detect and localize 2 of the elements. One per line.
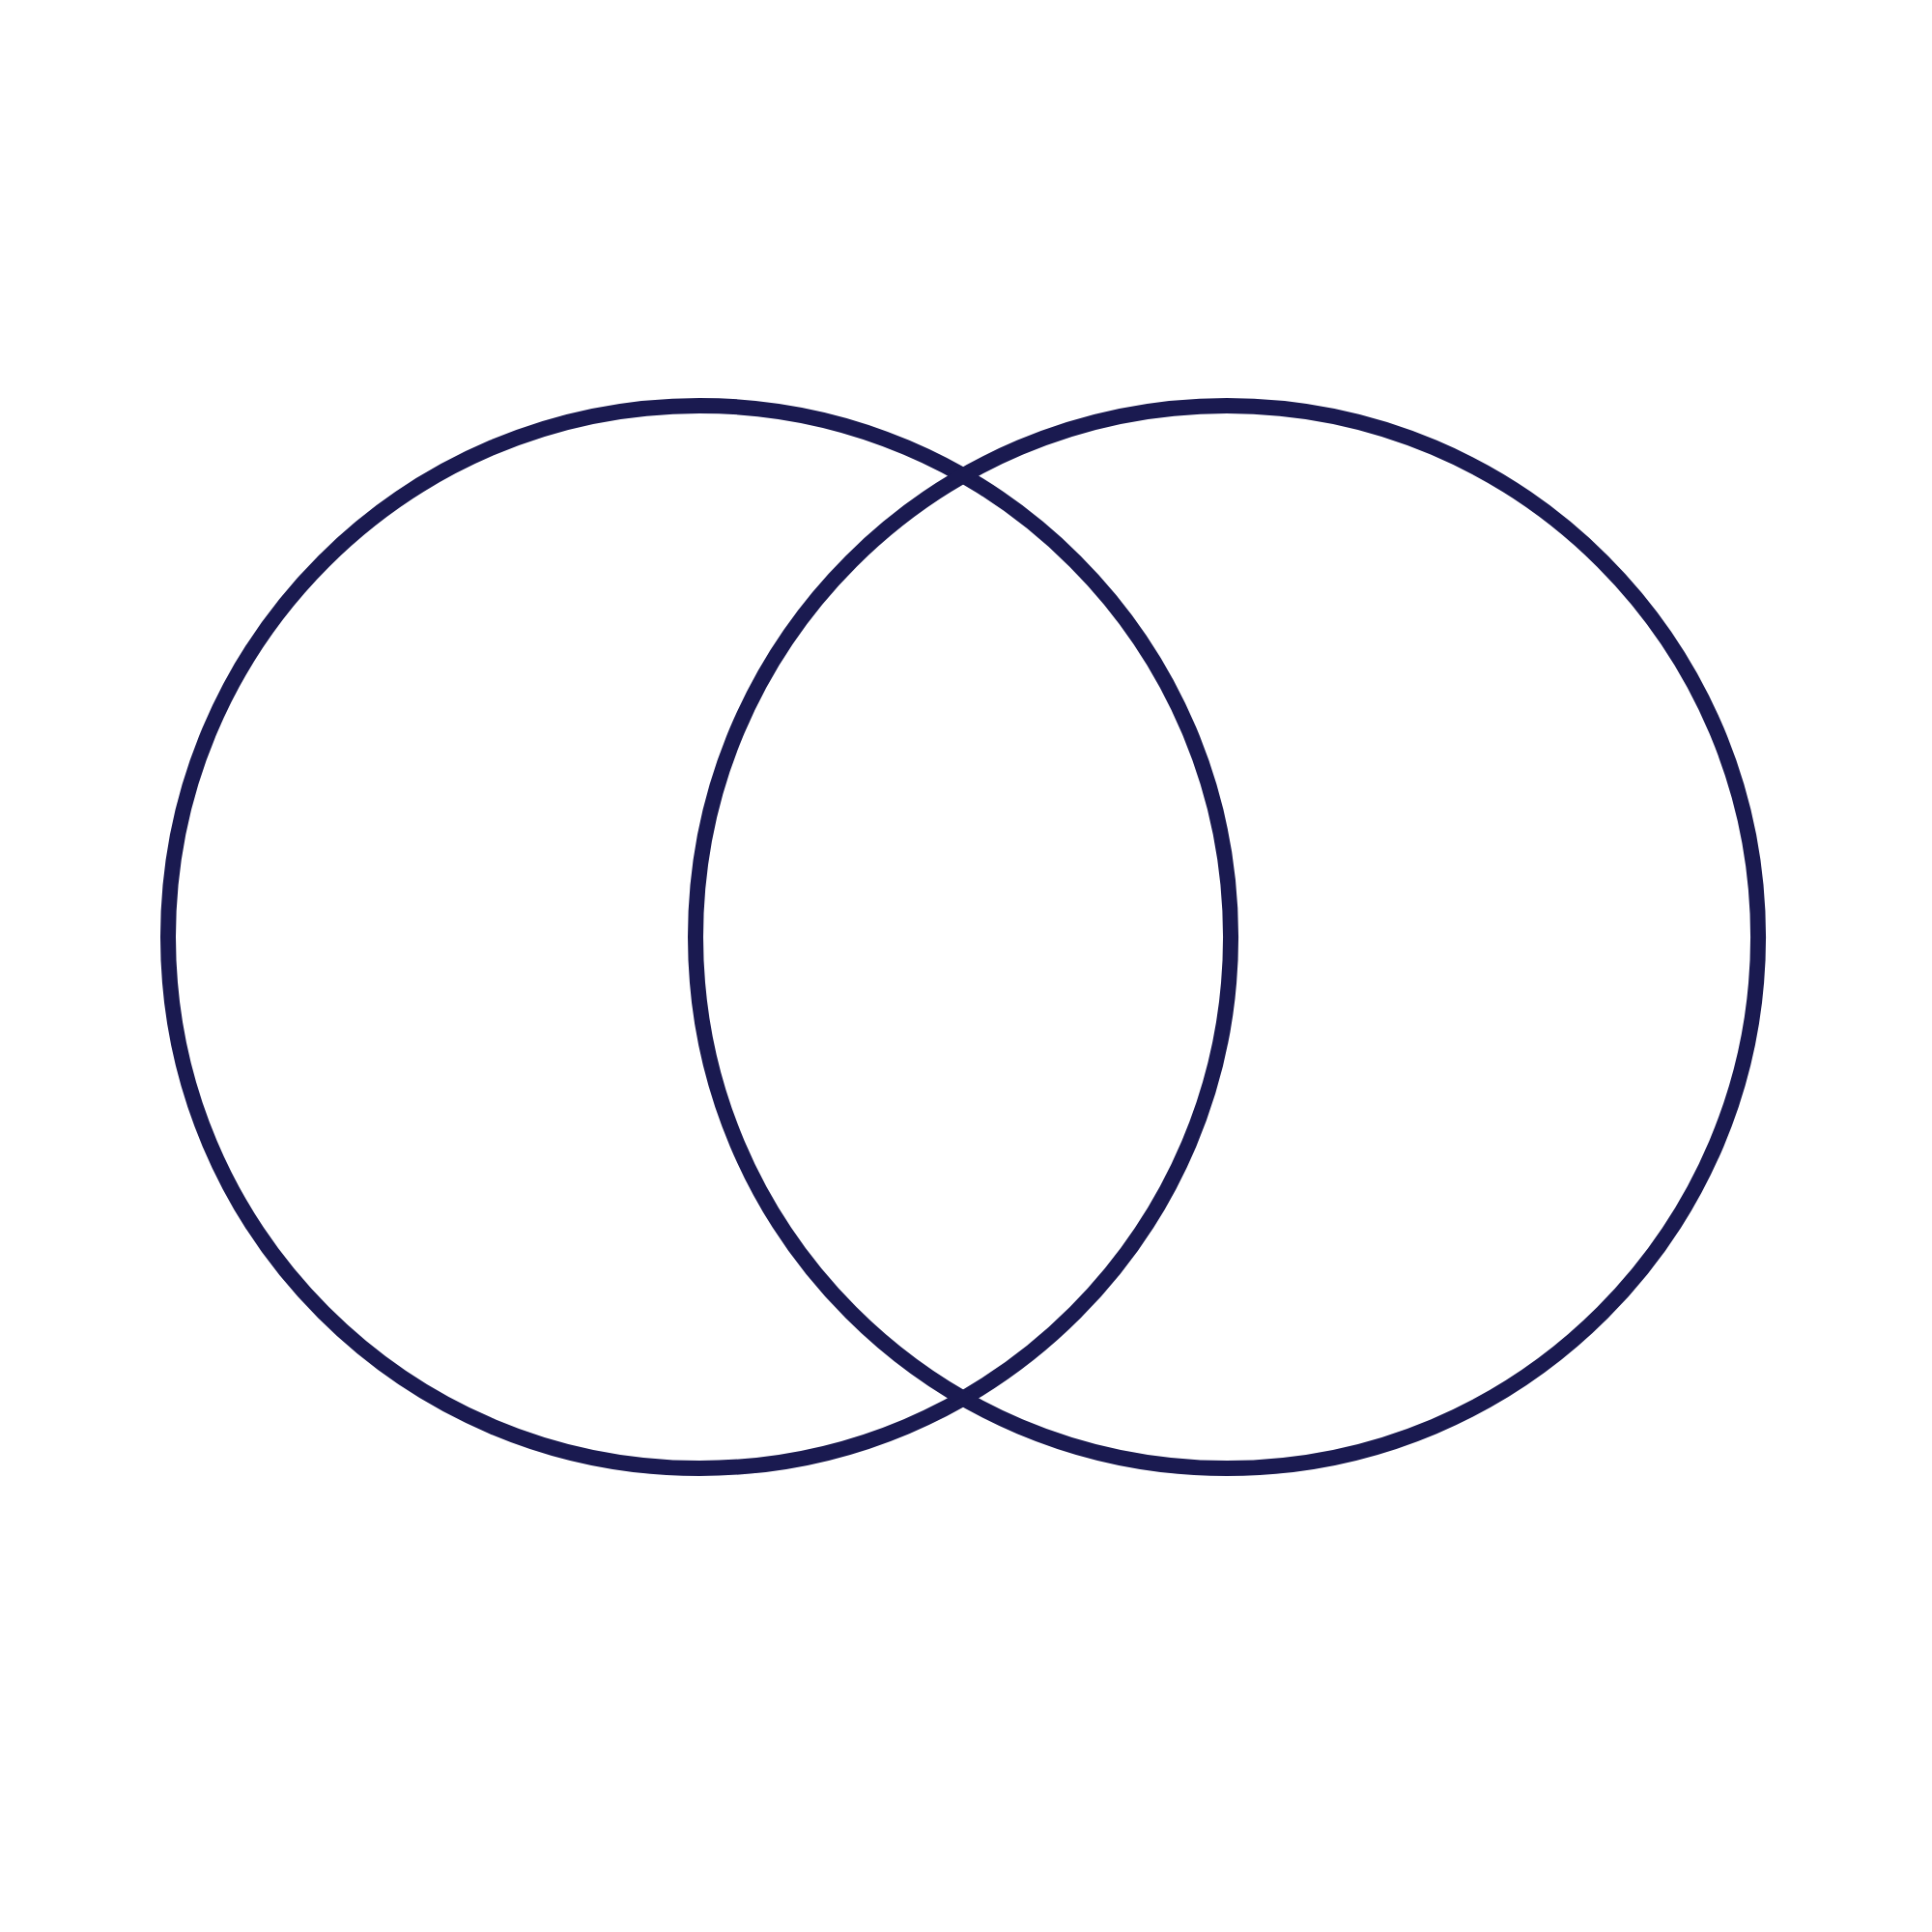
venn-circle bbox=[688, 397, 1767, 1476]
venn-circle bbox=[160, 397, 1239, 1476]
